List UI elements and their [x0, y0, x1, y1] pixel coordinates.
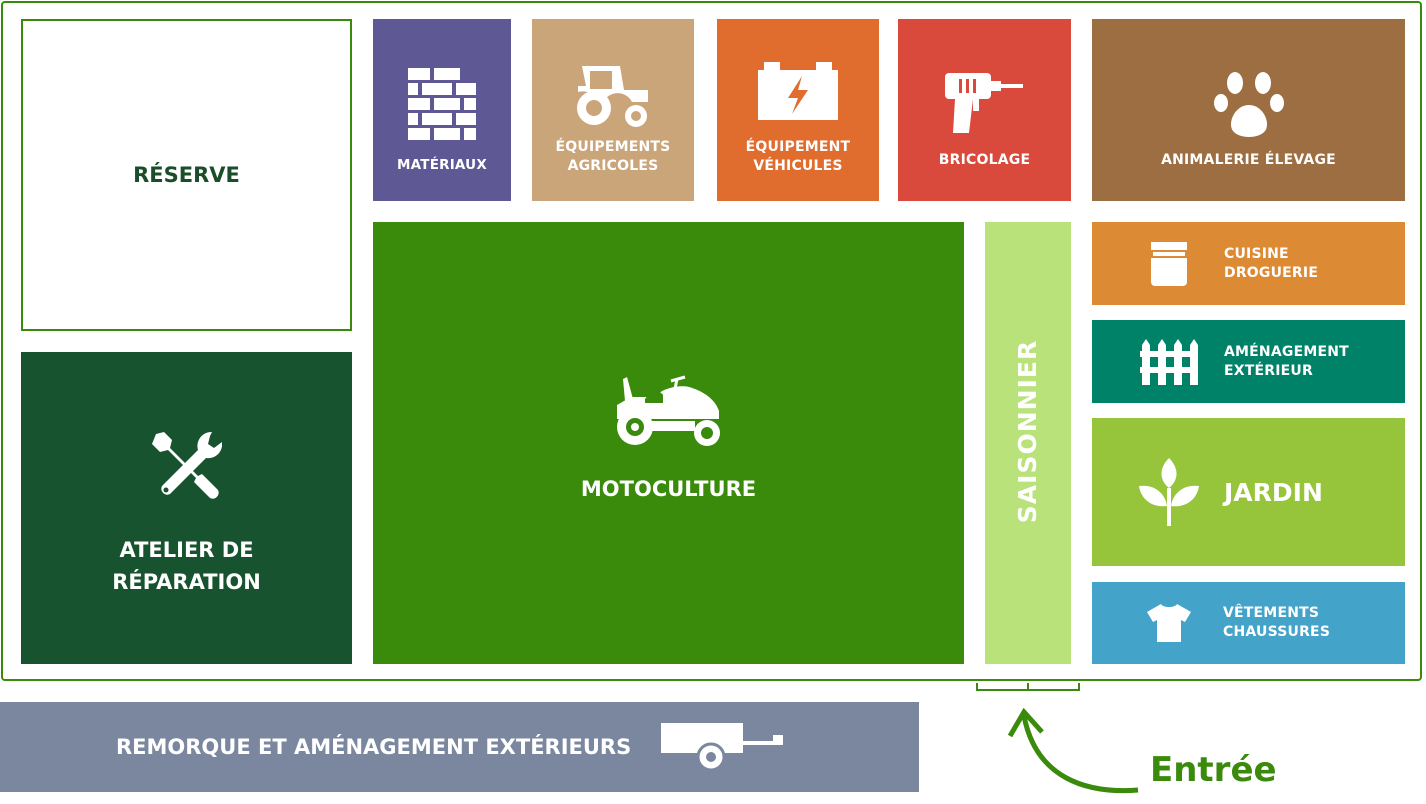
paw-icon	[1213, 71, 1285, 139]
zone-animalerie-elevage-label: ANIMALERIE ÉLEVAGE	[1161, 151, 1336, 168]
zone-cuisine-droguerie[interactable]: CUISINE DROGUERIE	[1092, 222, 1405, 305]
zone-motoculture[interactable]: MOTOCULTURE	[373, 222, 964, 664]
zone-amenagement-exterieur-label: AMÉNAGEMENT EXTÉRIEUR	[1224, 343, 1349, 379]
tractor-icon	[572, 62, 654, 128]
zone-jardin[interactable]: JARDIN	[1092, 418, 1405, 566]
zone-equipement-vehicules-label: ÉQUIPEMENT VÉHICULES	[745, 139, 851, 174]
tools-icon	[151, 430, 222, 500]
store-floor-plan	[1, 1, 1422, 681]
car-battery-icon	[758, 62, 838, 120]
zone-jardin-label: JARDIN	[1224, 477, 1323, 507]
zone-amenagement-exterieur[interactable]: AMÉNAGEMENT EXTÉRIEUR	[1092, 320, 1405, 403]
sprout-icon	[1092, 458, 1246, 526]
zone-cuisine-droguerie-label: CUISINE DROGUERIE	[1224, 245, 1319, 281]
zone-atelier-reparation[interactable]: ATELIER DE RÉPARATION	[21, 352, 352, 664]
zone-materiaux[interactable]: MATÉRIAUX	[373, 19, 511, 201]
zone-atelier-reparation-label: ATELIER DE RÉPARATION	[112, 538, 261, 594]
tshirt-icon	[1092, 604, 1246, 642]
trailer-icon	[661, 723, 785, 771]
power-drill-icon	[944, 72, 1025, 133]
curved-arrow-icon	[1006, 707, 1146, 804]
zone-saisonnier[interactable]: SAISONNIER	[985, 222, 1071, 664]
zone-equipement-vehicules[interactable]: ÉQUIPEMENT VÉHICULES	[717, 19, 879, 201]
zone-reserve-label: RÉSERVE	[133, 163, 240, 187]
zone-equipements-agricoles-label: ÉQUIPEMENTS AGRICOLES	[555, 139, 671, 174]
zone-remorque-amenagement-exterieurs[interactable]: REMORQUE ET AMÉNAGEMENT EXTÉRIEURS	[0, 702, 919, 792]
zone-equipements-agricoles[interactable]: ÉQUIPEMENTS AGRICOLES	[532, 19, 694, 201]
zone-reserve[interactable]: RÉSERVE	[21, 19, 352, 331]
jar-icon	[1092, 241, 1246, 286]
entrance-door	[976, 683, 1080, 691]
zone-vetements-chaussures[interactable]: VÊTEMENTS CHAUSSURES	[1092, 582, 1405, 664]
zone-bricolage-label: BRICOLAGE	[938, 151, 1031, 168]
zone-saisonnier-label: SAISONNIER	[1013, 339, 1043, 523]
brick-wall-icon	[408, 67, 476, 140]
entrance-label: Entrée	[1150, 750, 1277, 790]
zone-materiaux-label: MATÉRIAUX	[397, 156, 487, 173]
zone-remorque-label: REMORQUE ET AMÉNAGEMENT EXTÉRIEURS	[116, 735, 632, 759]
zone-motoculture-label: MOTOCULTURE	[580, 477, 757, 501]
zone-vetements-chaussures-label: VÊTEMENTS CHAUSSURES	[1223, 605, 1331, 640]
lawn-mower-icon	[615, 375, 723, 447]
fence-icon	[1092, 338, 1246, 385]
zone-bricolage[interactable]: BRICOLAGE	[898, 19, 1071, 201]
zone-animalerie-elevage[interactable]: ANIMALERIE ÉLEVAGE	[1092, 19, 1405, 201]
